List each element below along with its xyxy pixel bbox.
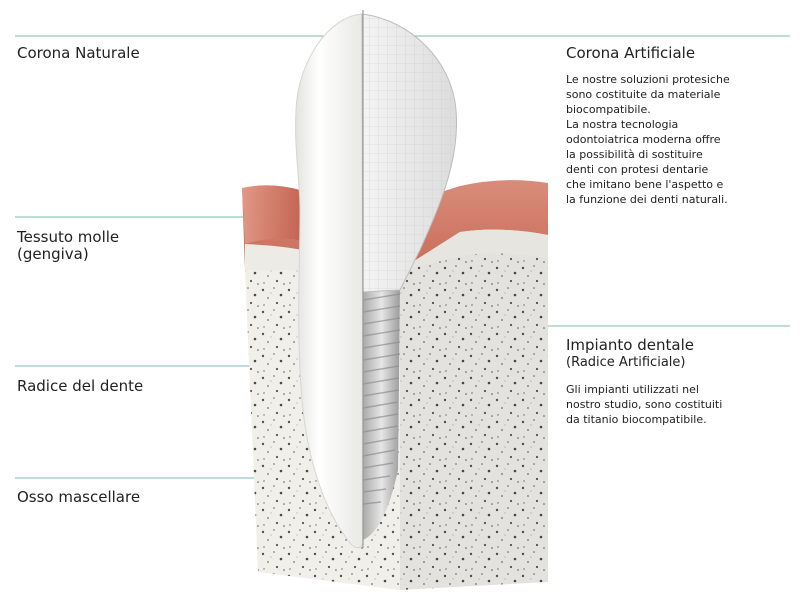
label-corona-naturale: Corona Naturale xyxy=(17,44,140,62)
label-radice-dente: Radice del dente xyxy=(17,377,143,395)
corona-artificiale-description: Le nostre soluzioni protesiche sono cost… xyxy=(566,72,796,207)
impianto-description: Gli impianti utilizzati nel nostro studi… xyxy=(566,382,796,427)
label-tessuto-molle: Tessuto molle xyxy=(17,228,119,246)
label-gengiva: (gengiva) xyxy=(17,245,89,263)
label-impianto-dentale: Impianto dentale xyxy=(566,336,694,354)
label-osso-mascellare: Osso mascellare xyxy=(17,488,140,506)
label-radice-artificiale: (Radice Artificiale) xyxy=(566,355,685,371)
label-corona-artificiale: Corona Artificiale xyxy=(566,44,695,62)
